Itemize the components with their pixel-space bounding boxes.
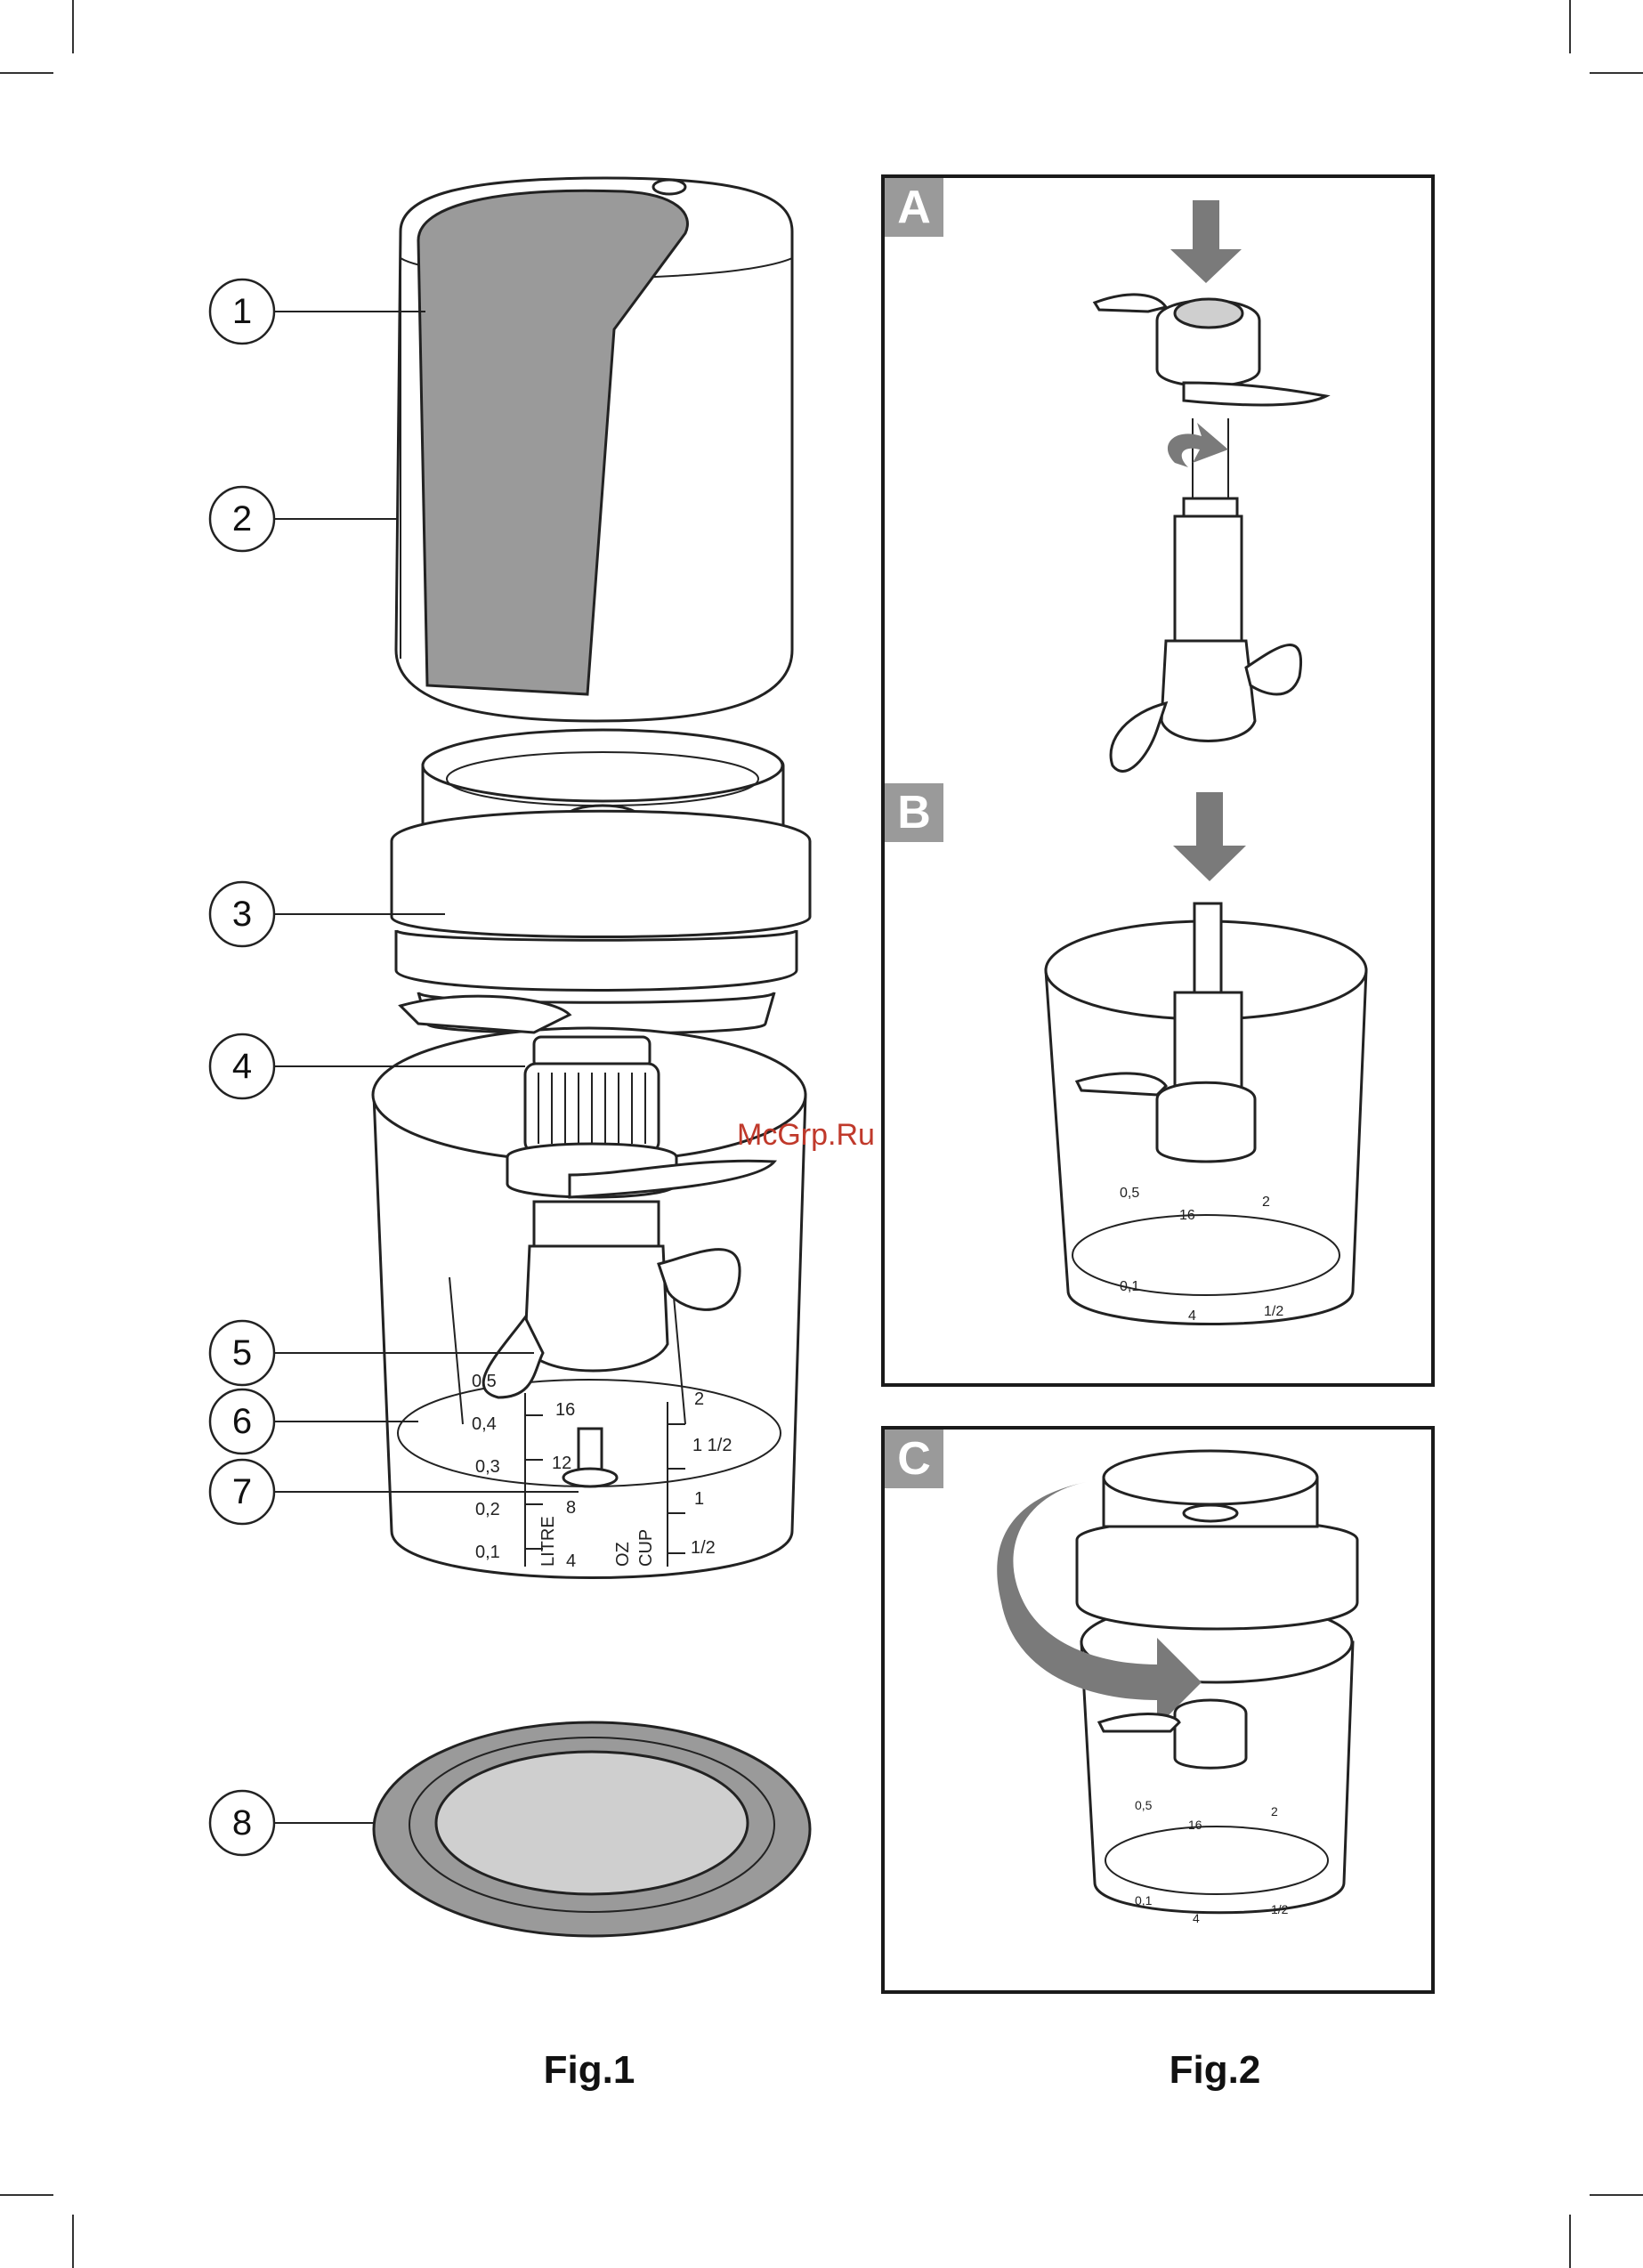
motor-unit	[396, 178, 792, 721]
panel-tag-a: A	[885, 178, 943, 237]
step-c-lid-twist: 0,5 0,1 16 4 2 1/2	[997, 1451, 1357, 1925]
step-a-blade-insert	[1095, 200, 1326, 771]
callout-8: 8	[210, 1791, 274, 1855]
svg-text:C: C	[897, 1433, 931, 1485]
c-scale-oz-3: 4	[1193, 1911, 1200, 1925]
scale-cup-3: 1/2	[691, 1538, 716, 1558]
lid	[392, 730, 810, 1033]
c-scale-cup-3: 1/2	[1271, 1902, 1289, 1916]
scale-oz-0: 16	[555, 1400, 575, 1420]
b-scale-cup-3: 1/2	[1264, 1304, 1283, 1319]
b-scale-oz-0: 16	[1179, 1208, 1195, 1223]
svg-text:B: B	[897, 787, 931, 838]
callout-5: 5	[210, 1321, 274, 1385]
down-arrow-icon	[1170, 200, 1242, 283]
scale-litre-2: 0,3	[475, 1457, 500, 1477]
callout-4: 4	[210, 1034, 274, 1098]
b-scale-oz-3: 4	[1188, 1308, 1196, 1324]
fig2-caption: Fig.2	[1170, 2048, 1261, 2092]
b-scale-litre-4: 0,1	[1120, 1279, 1139, 1294]
svg-text:5: 5	[232, 1333, 252, 1373]
fig1-caption: Fig.1	[544, 2048, 635, 2092]
scale-litre-4: 0,1	[475, 1543, 500, 1562]
callout-6: 6	[210, 1389, 274, 1454]
b-scale-litre-0: 0,5	[1120, 1186, 1139, 1201]
scale-oz-2: 8	[566, 1498, 576, 1518]
scale-cup-1: 1 1/2	[692, 1436, 732, 1455]
scale-oz-1: 12	[552, 1454, 571, 1473]
scale-litre-label: LITRE	[538, 1516, 558, 1567]
svg-text:6: 6	[232, 1402, 252, 1441]
svg-text:8: 8	[232, 1803, 252, 1843]
callout-3: 3	[210, 882, 274, 946]
b-scale-cup-0: 2	[1262, 1195, 1270, 1210]
rotate-arrow-icon	[1168, 423, 1228, 467]
svg-text:3: 3	[232, 895, 252, 934]
scale-cup-2: 1	[694, 1489, 704, 1509]
svg-text:4: 4	[232, 1047, 252, 1086]
svg-text:7: 7	[232, 1472, 252, 1511]
c-scale-litre-0: 0,5	[1135, 1798, 1153, 1812]
scale-litre-0: 0,5	[472, 1372, 497, 1391]
c-scale-oz-0: 16	[1188, 1818, 1202, 1832]
scale-litre-3: 0,2	[475, 1500, 500, 1519]
scale-oz-label: OZ	[613, 1542, 633, 1567]
callout-7: 7	[210, 1460, 274, 1524]
scale-oz-3: 4	[566, 1551, 576, 1571]
scale-cup-0: 2	[694, 1389, 704, 1409]
down-arrow-icon	[1173, 792, 1246, 881]
c-scale-cup-0: 2	[1271, 1804, 1278, 1818]
panel-tag-c: C	[885, 1430, 943, 1488]
step-b-bowl-mount: 0,5 0,1 16 4 2 1/2	[1046, 792, 1366, 1324]
callout-2: 2	[210, 487, 274, 551]
callout-1: 1	[210, 279, 274, 344]
anti-slip-base	[374, 1722, 810, 1936]
scale-cup-label: CUP	[636, 1529, 656, 1567]
svg-text:A: A	[897, 182, 931, 233]
watermark: McGrp.Ru	[737, 1118, 875, 1152]
fig1-exploded-view: 0,5 0,4 0,3 0,2 0,1 LITRE 16 12 8 4 OZ C…	[210, 178, 810, 1936]
fig2-assembly-steps: A B 0	[883, 176, 1433, 1992]
svg-text:1: 1	[232, 292, 252, 331]
c-scale-litre-4: 0,1	[1135, 1893, 1153, 1908]
panel-tag-b: B	[885, 783, 943, 842]
svg-text:2: 2	[232, 499, 252, 539]
scale-litre-1: 0,4	[472, 1414, 497, 1434]
